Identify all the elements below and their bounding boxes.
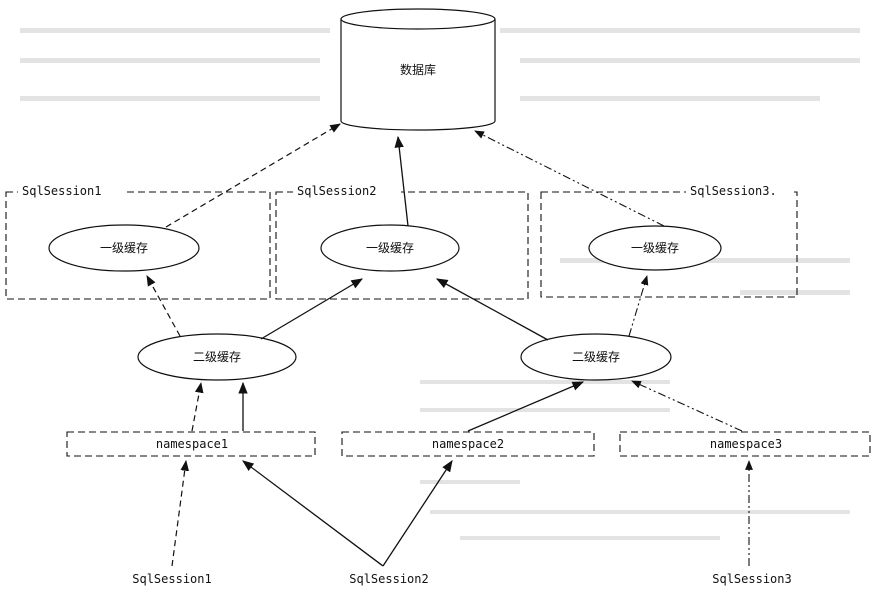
namespace-2: namespace2 (341, 431, 595, 457)
session-box-3: SqlSession3. (540, 184, 798, 298)
level1-cache-2: 一级缓存 (320, 224, 460, 272)
bottom-session-2-label: SqlSession2 (349, 572, 428, 586)
database-label: 数据库 (400, 62, 436, 77)
arrow-ns2-to-l2-2 (467, 381, 585, 432)
level2-cache-1: 二级缓存 (137, 333, 297, 381)
arrow-l1-2-to-db (394, 135, 409, 227)
namespace-1: namespace1 (66, 431, 316, 457)
level1-cache-1: 一级缓存 (48, 224, 200, 272)
level1-cache-3-label: 一级缓存 (631, 241, 679, 255)
session-box-2-label: SqlSession2 (297, 184, 376, 198)
arrow-l2-2-to-l1-2 (435, 278, 549, 341)
arrow-ns3-to-l2-2 (631, 380, 743, 432)
namespace-3: namespace3 (619, 431, 871, 457)
arrow-ns1-to-l2-1-dashed (191, 381, 204, 432)
arrow-l2-1-to-l1-2 (260, 278, 364, 340)
level2-cache-2: 二级缓存 (520, 333, 672, 381)
session-box-3-label: SqlSession3. (690, 184, 777, 198)
level1-cache-2-label: 一级缓存 (366, 241, 414, 255)
arrow-l2-2-to-l1-3 (628, 275, 649, 337)
arrow-l1-1-to-db (165, 123, 341, 228)
arrow-session2-to-ns2 (382, 460, 453, 567)
namespace-1-label: namespace1 (156, 437, 228, 451)
level1-cache-1-label: 一级缓存 (100, 241, 148, 255)
session-box-2: SqlSession2 (275, 184, 529, 300)
level2-cache-2-label: 二级缓存 (572, 350, 620, 364)
arrow-session2-to-ns1 (242, 460, 384, 567)
bottom-session-1-label: SqlSession1 (132, 572, 211, 586)
arrow-session1-to-ns1 (171, 459, 189, 567)
database-cylinder: 数据库 (340, 8, 496, 131)
level1-cache-3: 一级缓存 (588, 225, 722, 271)
namespace-3-label: namespace3 (710, 437, 782, 451)
session-box-1-label: SqlSession1 (22, 184, 101, 198)
namespace-2-label: namespace2 (432, 437, 504, 451)
bottom-session-3-label: SqlSession3 (712, 572, 791, 586)
session-box-1: SqlSession1 (5, 184, 271, 300)
arrow-l2-1-to-l1-1 (146, 275, 181, 337)
arrow-l1-3-to-db (474, 130, 665, 227)
level2-cache-1-label: 二级缓存 (193, 350, 241, 364)
